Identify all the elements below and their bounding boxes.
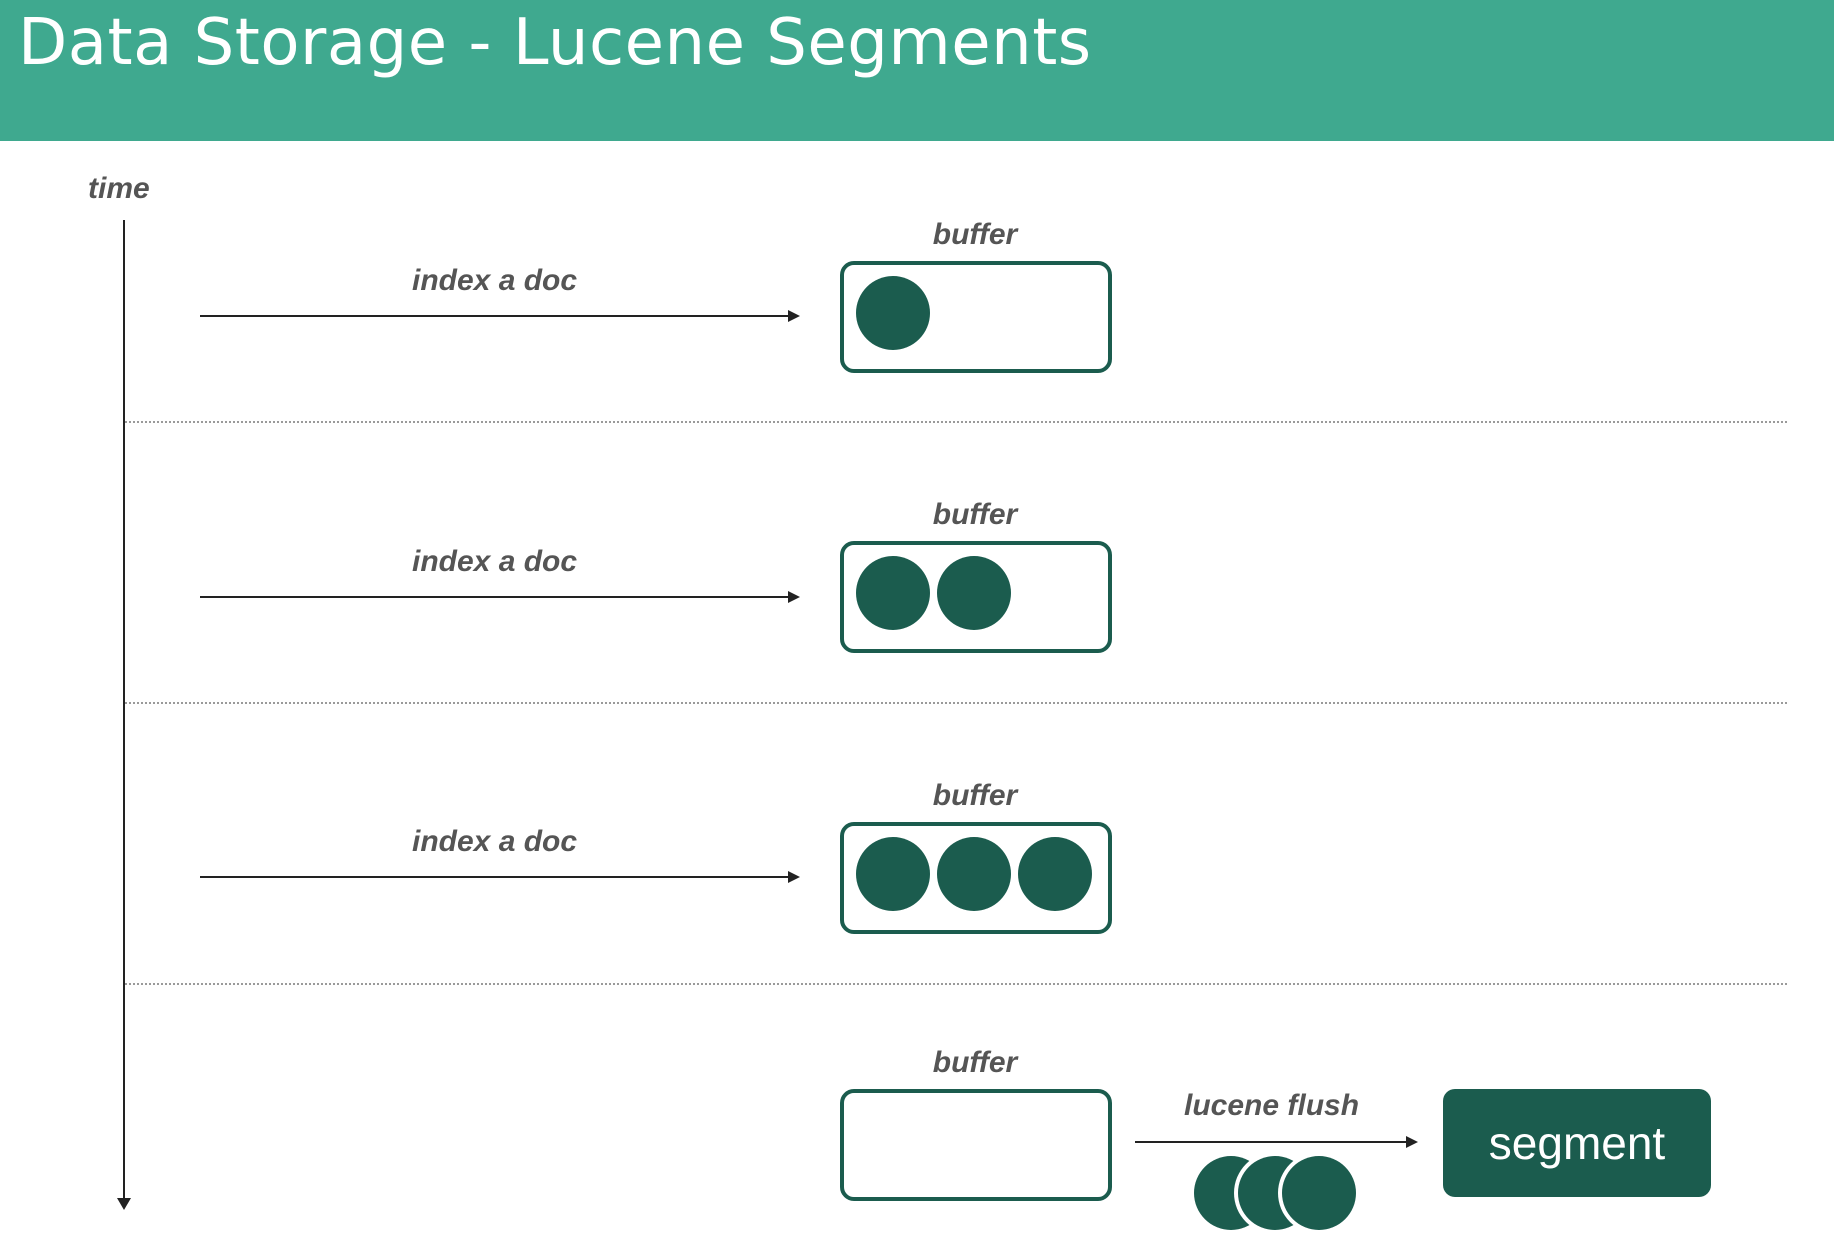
step-3-buffer [840,822,1112,934]
step-3-arrow [200,876,790,878]
step-divider [125,421,1787,423]
step-2-buffer-label: buffer [932,498,1018,531]
flush-buffer-empty [840,1089,1112,1201]
step-2-buffer [840,541,1112,653]
time-axis-arrowhead [117,1198,131,1210]
step-1-buffer-label: buffer [932,218,1018,251]
document-circle [937,556,1011,630]
page-title: Data Storage - Lucene Segments [18,6,1092,80]
step-divider [125,983,1787,985]
time-axis-label: time [88,172,150,205]
step-3-buffer-label: buffer [932,779,1018,812]
flushed-document-circle [1282,1156,1356,1230]
step-divider [125,702,1787,704]
step-2-arrowhead [788,591,800,603]
step-1-buffer [840,261,1112,373]
step-1-arrow [200,315,790,317]
step-3-action-label: index a doc [412,825,578,858]
step-2-action-label: index a doc [412,545,578,578]
header-bar: Data Storage - Lucene Segments [0,0,1834,141]
flush-buffer-label: buffer [932,1046,1018,1079]
document-circle [856,556,930,630]
document-circle [856,837,930,911]
segment-box: segment [1443,1089,1711,1197]
document-circle [1018,837,1092,911]
flush-arrow [1135,1141,1408,1143]
step-2-arrow [200,596,790,598]
flush-action-label: lucene flush [1184,1089,1360,1122]
segment-label: segment [1488,1117,1666,1169]
document-circle [937,837,1011,911]
time-axis-line [123,220,125,1205]
flush-arrowhead [1406,1136,1418,1148]
step-3-arrowhead [788,871,800,883]
step-1-arrowhead [788,310,800,322]
document-circle [856,276,930,350]
step-1-action-label: index a doc [412,264,578,297]
